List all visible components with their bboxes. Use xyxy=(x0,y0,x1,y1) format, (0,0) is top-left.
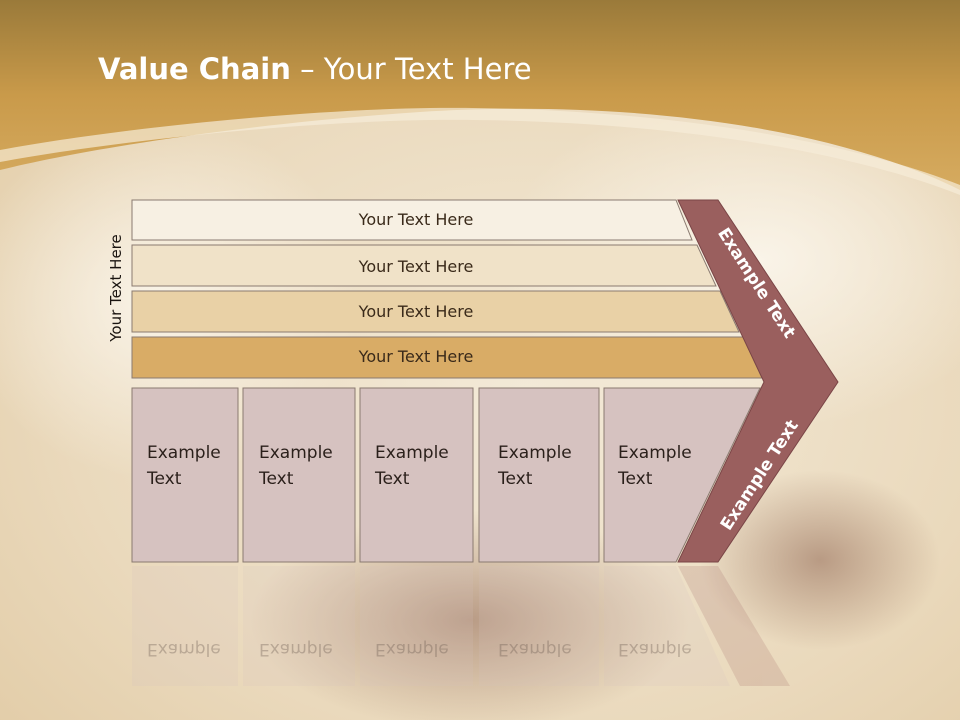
activity-4-box xyxy=(478,387,600,563)
reflection-text: Example Example Example Example Example xyxy=(147,639,692,659)
reflection-text-1: Example xyxy=(147,639,221,659)
title-bold: Value Chain xyxy=(98,52,291,86)
activity-1-line1: Example xyxy=(147,443,221,463)
support-row-1: Your Text Here xyxy=(131,199,693,241)
support-row-3-shape xyxy=(131,290,740,333)
activity-4-line1: Example xyxy=(498,443,572,463)
reflection-chevron xyxy=(678,566,790,686)
title-rest: – Your Text Here xyxy=(290,52,532,86)
activity-2-line2: Text xyxy=(258,469,294,489)
activity-3: Example Text xyxy=(359,387,474,563)
reflection-text-3: Example xyxy=(375,639,449,659)
activity-3-line2: Text xyxy=(374,469,410,489)
activity-1-line2: Text xyxy=(146,469,182,489)
support-row-3: Your Text Here xyxy=(131,290,740,333)
activity-4-line2: Text xyxy=(497,469,533,489)
support-row-3-label: Your Text Here xyxy=(358,302,474,321)
side-label: Your Text Here xyxy=(107,234,125,342)
reflection-box-5 xyxy=(604,566,730,686)
activity-3-line1: Example xyxy=(375,443,449,463)
activity-2-box xyxy=(242,387,356,563)
activity-4: Example Text xyxy=(478,387,600,563)
reflection-box-2 xyxy=(243,566,355,686)
support-row-2-label: Your Text Here xyxy=(358,257,474,276)
activity-3-box xyxy=(359,387,474,563)
activity-1: Example Text xyxy=(131,387,239,563)
activity-5-line1: Example xyxy=(618,443,692,463)
reflection-box-4 xyxy=(479,566,599,686)
reflection-text-2: Example xyxy=(259,639,333,659)
reflection-box-1 xyxy=(132,566,238,686)
slide-title: Value Chain – Your Text Here xyxy=(98,52,532,86)
support-row-1-label: Your Text Here xyxy=(358,210,474,229)
support-row-2-shape xyxy=(131,244,717,287)
activity-5-box xyxy=(603,387,761,563)
reflection-text-4: Example xyxy=(498,639,572,659)
support-row-2: Your Text Here xyxy=(131,244,717,287)
support-row-4: Your Text Here xyxy=(131,336,763,379)
activity-5: Example Text xyxy=(603,387,761,563)
activity-2: Example Text xyxy=(242,387,356,563)
support-row-4-label: Your Text Here xyxy=(358,347,474,366)
reflection-box-3 xyxy=(360,566,473,686)
reflection-text-5: Example xyxy=(618,639,692,659)
activity-2-line1: Example xyxy=(259,443,333,463)
margin-chevron-shape xyxy=(677,199,839,563)
support-row-1-shape xyxy=(131,199,693,241)
activity-5-line2: Text xyxy=(617,469,653,489)
reflection xyxy=(132,566,790,686)
activity-1-box xyxy=(131,387,239,563)
